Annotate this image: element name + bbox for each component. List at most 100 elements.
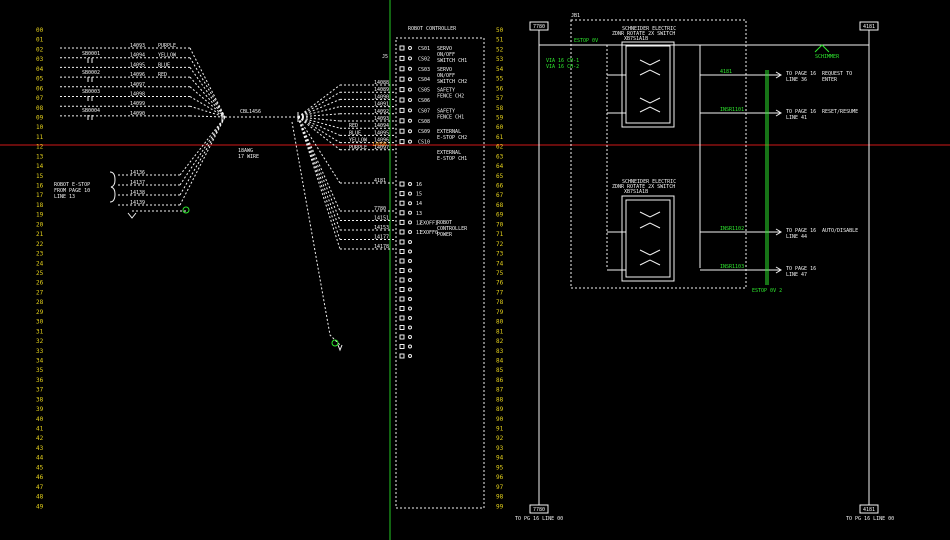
pin-box xyxy=(399,258,405,264)
wire-fan xyxy=(297,106,341,118)
cable-spec-2: 17 WIRE xyxy=(238,154,259,160)
group-label: SWITCH CH2 xyxy=(437,79,467,85)
switch2-title-2: ZDNR ROTATE 2X SWITCH xyxy=(612,184,675,190)
right-rail: 4181 4181 TO PG 16 LINE 00 xyxy=(846,21,894,522)
signal-dest: LINE 44 xyxy=(786,234,807,240)
wire-number: 7780 xyxy=(374,206,386,212)
green-annotations: VIA 16 CH-1 VIA 16 CH-2 ESTOP 0V ESTOP 0… xyxy=(182,38,840,294)
signal-dest: TO PAGE 16 xyxy=(786,228,816,234)
left-rail: 7780 7780 TO PG 16 LINE 00 xyxy=(515,21,563,522)
signal-dest: TO PAGE 16 xyxy=(786,71,816,77)
pin-circle xyxy=(408,259,412,263)
left-rail-tag: TO PG 16 LINE 00 xyxy=(515,516,563,522)
pin-circle xyxy=(408,230,412,234)
left-rail-top: 7780 xyxy=(533,24,545,30)
pin-circle xyxy=(408,316,412,320)
wire-number: 14091 xyxy=(374,102,389,108)
line-number: 15 xyxy=(36,173,44,180)
signal-arrow xyxy=(775,71,782,79)
group-label: EXTERNAL xyxy=(437,150,461,156)
signal-arrow xyxy=(775,109,782,117)
line-number: 33 xyxy=(36,348,44,355)
line-number: 65 xyxy=(496,173,504,180)
pin-circle xyxy=(408,287,412,292)
line-number: 71 xyxy=(496,231,504,238)
wire-fan xyxy=(189,86,226,118)
junction-box-jb1: JB1 xyxy=(539,13,869,289)
line-number: 45 xyxy=(36,464,44,471)
line-number: 99 xyxy=(496,503,504,510)
line-number: 80 xyxy=(496,319,504,326)
line-number: 62 xyxy=(496,144,504,151)
pin-box xyxy=(399,239,405,245)
line-number: 24 xyxy=(36,260,44,267)
line-number: 97 xyxy=(496,484,504,491)
pin-circle xyxy=(408,240,412,244)
right-wire-bundle: 14088140891409014091140921409314094RED14… xyxy=(297,80,396,151)
wire-number: 14096 xyxy=(374,138,389,144)
pin-box xyxy=(399,139,405,145)
pin-box xyxy=(399,287,405,292)
estop-fan xyxy=(179,116,226,196)
wire-number: 14093 xyxy=(374,116,389,122)
line-number: 92 xyxy=(496,435,504,442)
wire-fan xyxy=(297,116,341,240)
estop-wire-number: 14138 xyxy=(130,190,145,196)
signal-wire-id: INSR1102 xyxy=(720,226,744,232)
selector-switch-1: SCHNEIDER ELECTRIC ZDNR ROTATE 2X SWITCH… xyxy=(612,26,676,128)
group-label: SAFETY xyxy=(437,88,455,94)
pin-label: CS01 xyxy=(418,46,430,52)
cable-spec-1: 18AWG xyxy=(238,148,253,154)
jb-label: JB1 xyxy=(571,13,580,19)
pin-circle xyxy=(408,108,412,113)
pin-circle xyxy=(408,325,412,330)
wire-color: RED xyxy=(349,123,358,129)
line-number: 11 xyxy=(36,134,44,141)
pin-circle xyxy=(408,87,412,92)
estop-text: ROBOT E-STOP xyxy=(54,182,90,188)
signal-description: AUTO/DISABLE xyxy=(822,228,858,234)
group-label: FENCE CH2 xyxy=(437,94,464,100)
line-number: 86 xyxy=(496,377,504,384)
line-number: 44 xyxy=(36,455,44,462)
line-number: 95 xyxy=(496,464,504,471)
pin-circle xyxy=(408,129,412,134)
pin-circle xyxy=(408,268,412,273)
pin-box xyxy=(399,45,405,51)
selector-switch-2: SCHNEIDER ELECTRIC ZDNR ROTATE 2X SWITCH… xyxy=(612,179,676,282)
green-tag-4: ESTOP 0V 2 xyxy=(752,288,782,294)
line-number: 53 xyxy=(496,56,504,63)
pin-number: 16 xyxy=(416,182,422,188)
line-number: 55 xyxy=(496,76,504,83)
pin-label: CS10 xyxy=(418,140,430,146)
line-number: 75 xyxy=(496,270,504,277)
pin-box xyxy=(399,229,405,235)
pin-box xyxy=(399,191,405,197)
pin-box xyxy=(399,181,405,187)
line-number: 16 xyxy=(36,183,44,190)
signal-dest: TO PAGE 16 xyxy=(786,109,816,115)
line-number: 25 xyxy=(36,270,44,277)
pin-box xyxy=(399,210,405,216)
pin-box xyxy=(399,66,405,72)
wire-fan xyxy=(189,76,226,118)
line-number: 37 xyxy=(36,387,44,394)
wire-color: RED xyxy=(158,72,167,78)
pin-number: 14 xyxy=(416,201,422,207)
wire-number: 14094 xyxy=(130,53,145,59)
pin-box xyxy=(399,334,405,340)
green-tag-1: VIA 16 CH-1 xyxy=(546,58,579,64)
line-number: 38 xyxy=(36,396,44,403)
estop-wire-number: 14137 xyxy=(130,180,145,186)
line-number: 98 xyxy=(496,494,504,501)
wire-color: BLUE xyxy=(158,62,170,68)
line-number: 14 xyxy=(36,163,44,170)
line-number: 68 xyxy=(496,202,504,209)
signal-dest: LINE 47 xyxy=(786,272,807,278)
wire-number: 14097 xyxy=(374,145,389,151)
highlight-wire: 14096 xyxy=(372,142,387,148)
